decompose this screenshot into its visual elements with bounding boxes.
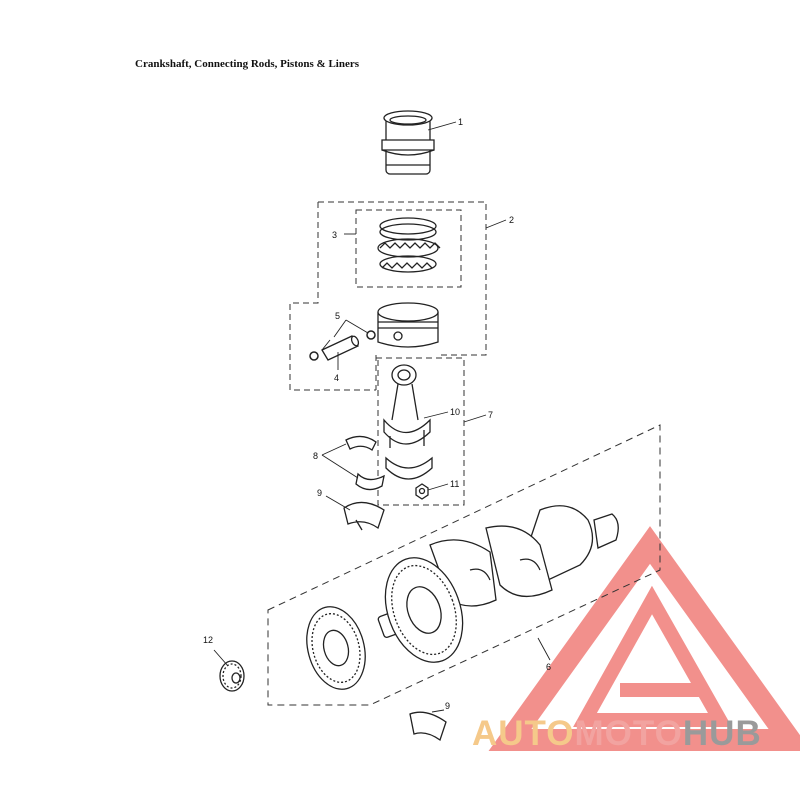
diagram-title: Crankshaft, Connecting Rods, Pistons & L…: [135, 58, 359, 70]
watermark-part-hub: HUB: [682, 714, 762, 753]
rod-nut: [415, 483, 429, 500]
small-pinion-gear: [219, 660, 245, 692]
crankshaft-timing-gear: [384, 557, 464, 663]
piston: [377, 302, 439, 348]
leader-lines: [213, 121, 551, 713]
watermark-logo: [488, 526, 800, 751]
callout-8: 8: [313, 451, 318, 461]
circlips: [309, 330, 376, 361]
watermark-part-moto: MOTO: [574, 714, 683, 753]
callout-11: 11: [450, 479, 459, 489]
main-bearing-shell-upper: [343, 501, 385, 531]
connecting-rod-cap: [385, 456, 433, 480]
callout-10: 10: [450, 407, 460, 417]
callout-12: 12: [203, 635, 213, 645]
connecting-rod-bracket: [376, 357, 465, 506]
cylinder-liner: [381, 110, 435, 175]
callout-3: 3: [332, 230, 337, 240]
callout-9-upper: 9: [317, 488, 322, 498]
watermark-text: AUTOMOTOHUB: [472, 714, 762, 754]
main-bearing-shell-lower: [409, 711, 447, 742]
piston-assembly-bracket: [289, 201, 487, 391]
callout-2: 2: [509, 215, 514, 225]
drive-gear: [306, 606, 366, 690]
piston-rings: [377, 217, 441, 273]
callout-5: 5: [335, 311, 340, 321]
crankshaft-bracket: [267, 424, 661, 706]
big-end-bearing-shells: [345, 435, 385, 491]
callout-7: 7: [488, 410, 493, 420]
gudgeon-pin: [321, 335, 360, 361]
piston-rings-bracket: [355, 209, 462, 288]
callout-1: 1: [458, 117, 463, 127]
callout-6: 6: [546, 662, 551, 672]
watermark-part-auto: AUTO: [472, 714, 575, 753]
connecting-rod: [383, 364, 431, 448]
callout-9-lower: 9: [445, 701, 450, 711]
callout-4: 4: [334, 373, 339, 383]
